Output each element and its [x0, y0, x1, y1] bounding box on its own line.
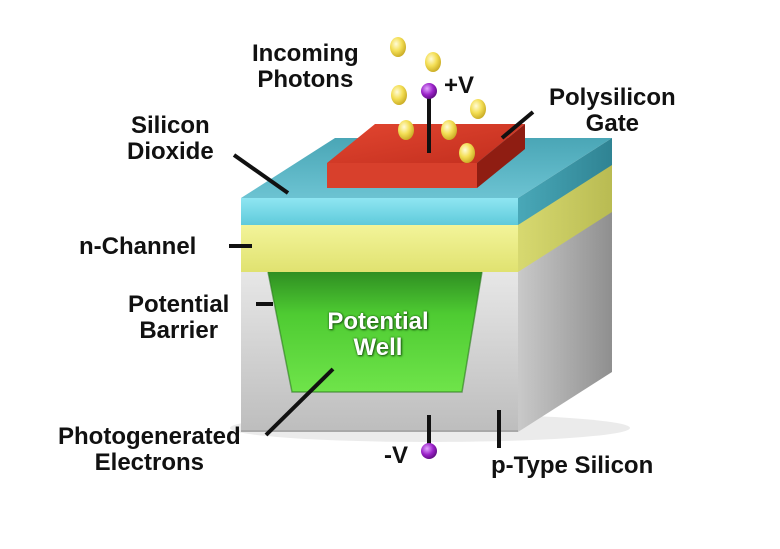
polysilicon-gate-front [327, 163, 477, 188]
polysilicon-gate-leader [500, 110, 535, 140]
silicon-dioxide-line-1: Silicon [131, 112, 210, 139]
incoming-photons-line-2: Photons [257, 66, 354, 93]
p-type-silicon-label: p-Type Silicon [491, 452, 654, 479]
silicon-dioxide-line-2: Dioxide [127, 138, 214, 165]
polysilicon-gate-line-1: Polysilicon [549, 84, 676, 111]
photon [391, 85, 407, 105]
photon [390, 37, 406, 57]
incoming-photons-label: Incoming Photons [252, 41, 359, 93]
potential-barrier-label: Potential Barrier [128, 292, 229, 344]
silicon-dioxide-right-face [518, 138, 612, 225]
potential-well-line-2: Well [353, 334, 403, 361]
potential-barrier-line-1: Potential [128, 291, 230, 318]
photogenerated-electrons-leader [264, 367, 335, 437]
photon [470, 99, 486, 119]
plus-v-label: +V [444, 72, 475, 99]
plus-v-terminal [421, 83, 437, 99]
polysilicon-gate-line-2: Gate [585, 110, 640, 137]
photogenerated-electrons-line-1: Photogenerated [58, 423, 241, 450]
potential-well-label: Potential Well [315, 309, 441, 361]
photogenerated-electrons-label: Photogenerated Electrons [58, 424, 241, 476]
photon [459, 143, 475, 163]
polysilicon-gate-top [327, 124, 525, 163]
photon [398, 120, 414, 140]
polysilicon-gate-side [477, 124, 525, 188]
minus-v-label: -V [384, 442, 408, 469]
silicon-dioxide-front [241, 198, 518, 225]
photon [425, 52, 441, 72]
photogenerated-electrons-line-2: Electrons [94, 449, 205, 476]
potential-barrier-line-2: Barrier [139, 317, 219, 344]
potential-well-line-1: Potential [327, 308, 429, 335]
n-channel-label: n-Channel [79, 233, 197, 260]
silicon-dioxide-label: Silicon Dioxide [127, 113, 214, 165]
potential-well [268, 272, 482, 392]
leader-lines [229, 110, 535, 448]
n-channel-layer [241, 222, 518, 272]
potential-well-rim [267, 271, 483, 393]
minus-v-terminal [421, 443, 437, 459]
incoming-photons-line-1: Incoming [252, 40, 359, 67]
silicon-dioxide-leader [232, 153, 290, 195]
polysilicon-gate-label: Polysilicon Gate [549, 85, 676, 137]
photons [390, 37, 486, 163]
photon [441, 120, 457, 140]
n-channel-right-face [518, 162, 612, 272]
